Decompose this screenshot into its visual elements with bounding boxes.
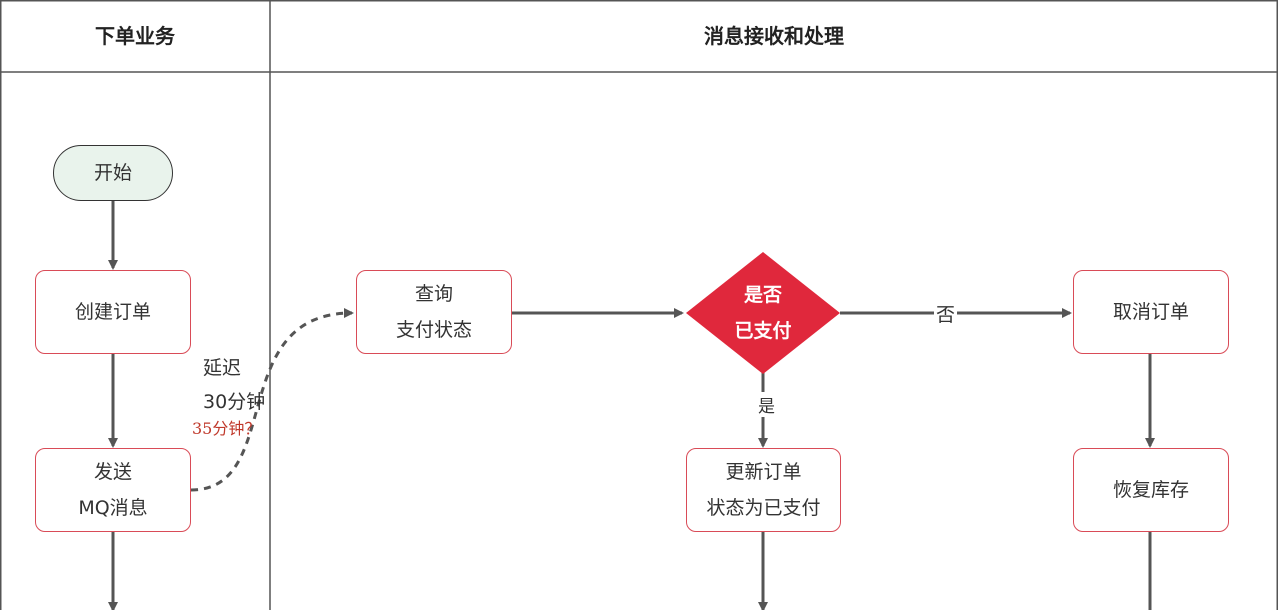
update-order-node: 更新订单 状态为已支付 bbox=[686, 448, 841, 532]
edge-label-no: 否 bbox=[934, 300, 958, 327]
restore-stock-node: 恢复库存 bbox=[1073, 448, 1229, 532]
lane-title-order: 下单业务 bbox=[95, 24, 175, 48]
query-payment-line2: 支付状态 bbox=[395, 319, 472, 341]
create-order-node: 创建订单 bbox=[35, 270, 191, 354]
lane-title-message: 消息接收和处理 bbox=[704, 24, 844, 48]
update-order-line2: 状态为已支付 bbox=[706, 497, 821, 519]
start-node: 开始 bbox=[53, 145, 173, 201]
handwritten-annotation: 35分钟？ bbox=[192, 419, 261, 438]
delay-note: 延迟 30分钟 bbox=[203, 351, 265, 419]
query-payment-line1: 查询 bbox=[414, 283, 453, 305]
decision-diamond bbox=[686, 252, 840, 374]
create-order-label: 创建订单 bbox=[74, 301, 151, 323]
send-mq-node: 发送 MQ消息 bbox=[35, 448, 191, 532]
decision-label-line2: 已支付 bbox=[734, 320, 792, 342]
cancel-order-node: 取消订单 bbox=[1073, 270, 1229, 354]
send-mq-label-line1: 发送 bbox=[93, 461, 132, 483]
start-label: 开始 bbox=[93, 162, 132, 184]
edge-label-yes: 是 bbox=[756, 392, 777, 417]
update-order-line1: 更新订单 bbox=[725, 461, 802, 483]
query-payment-node: 查询 支付状态 bbox=[356, 270, 512, 354]
restore-stock-label: 恢复库存 bbox=[1112, 479, 1189, 501]
delay-dashed-arrow bbox=[190, 308, 354, 492]
delay-note-line2: 30分钟 bbox=[203, 391, 266, 413]
delay-note-line1: 延迟 bbox=[203, 357, 242, 379]
decision-label-line1: 是否 bbox=[743, 284, 782, 306]
cancel-order-label: 取消订单 bbox=[1112, 301, 1189, 323]
send-mq-label-line2: MQ消息 bbox=[78, 497, 148, 519]
decision-label: 是否 已支付 bbox=[703, 277, 823, 349]
